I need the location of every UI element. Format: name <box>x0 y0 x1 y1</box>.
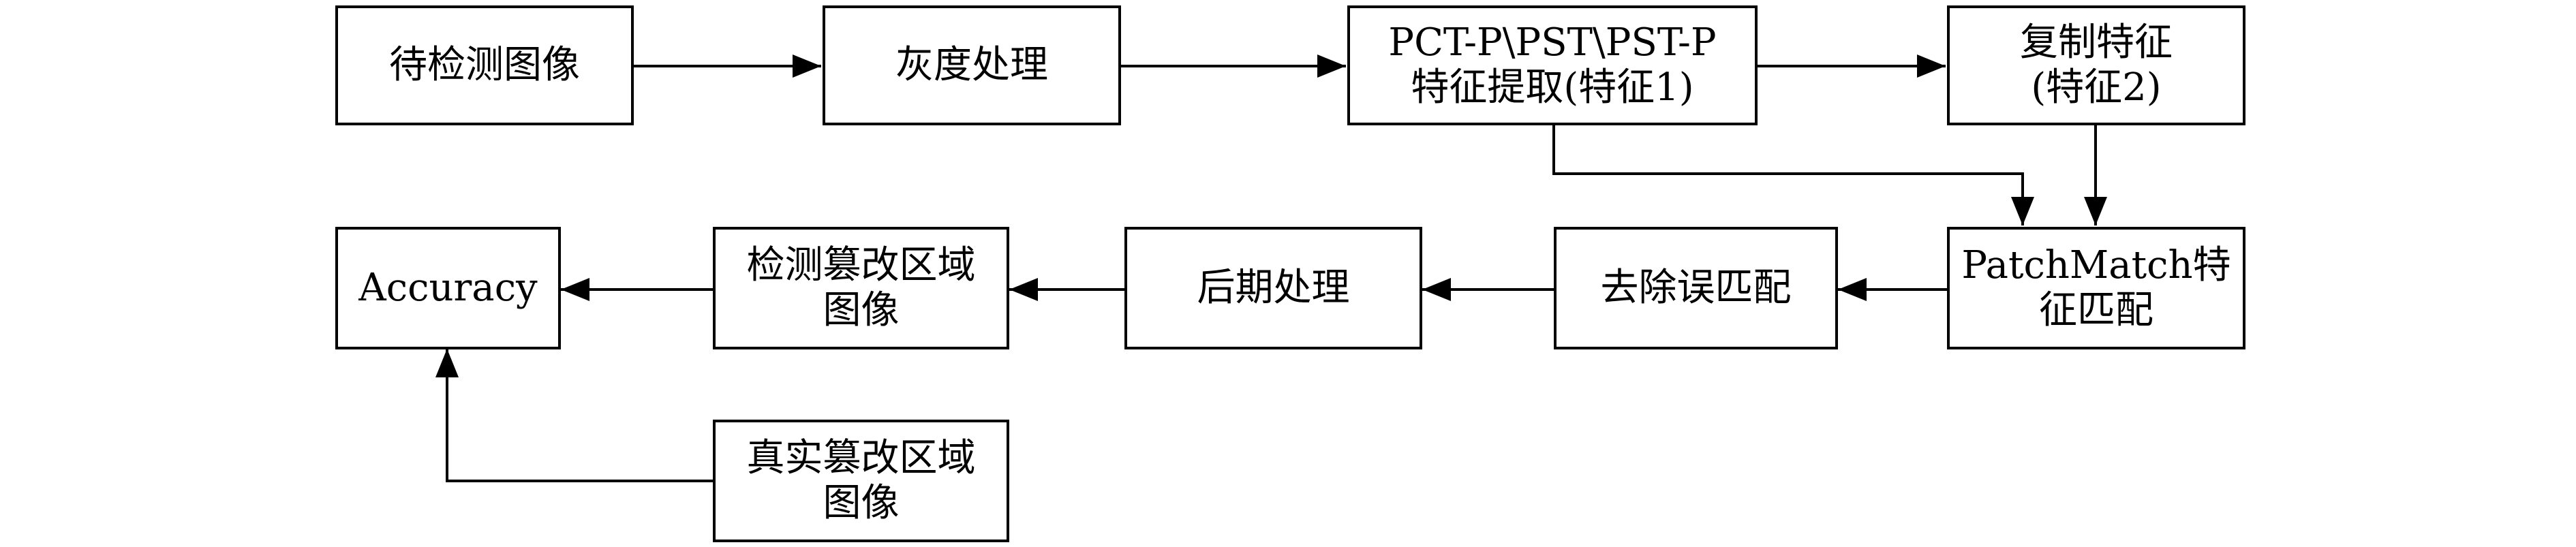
node-detected-region: 检测篡改区域 图像 <box>713 227 1009 349</box>
node-patchmatch: PatchMatch特 征匹配 <box>1947 227 2245 349</box>
edge-ground-truth-to-accuracy <box>435 349 713 482</box>
node-input-image: 待检测图像 <box>335 5 634 125</box>
node-ground-truth: 真实篡改区域 图像 <box>713 420 1009 542</box>
node-copy-feature: 复制特征 (特征2) <box>1947 5 2245 125</box>
node-remove-false-match: 去除误匹配 <box>1554 227 1838 349</box>
edge-feature-extract-to-patchmatch <box>1552 125 2034 225</box>
node-grayscale: 灰度处理 <box>823 5 1121 125</box>
node-accuracy: Accuracy <box>335 227 561 349</box>
node-post-process: 后期处理 <box>1124 227 1422 349</box>
node-feature-extract: PCT-P\PST\PST-P 特征提取(特征1) <box>1347 5 1758 125</box>
